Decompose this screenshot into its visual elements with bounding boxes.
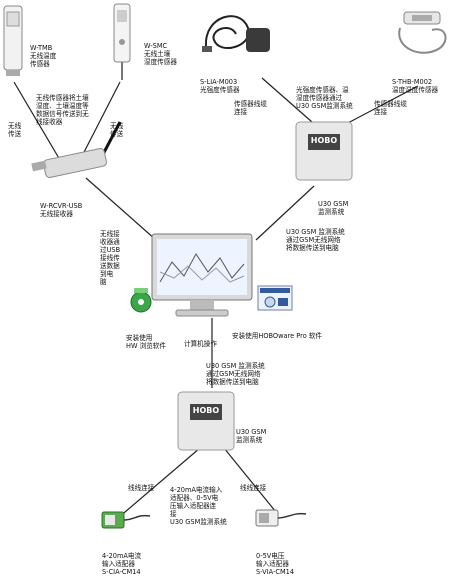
wsmc-sensor-icon	[110, 2, 134, 82]
hoboware-software-box-icon	[256, 284, 294, 312]
sthb-sensor-icon	[392, 8, 452, 62]
current-adapter-icon	[100, 508, 152, 532]
line-sthb-to-u30	[345, 85, 419, 125]
note-cable-bottom-left: 线线连接	[128, 484, 155, 492]
note-sensor-cable-left: 传感器线缆连接	[234, 100, 267, 116]
u30-top-logo: HOBO	[310, 136, 338, 145]
computer-monitor-icon	[150, 232, 254, 320]
line-wtmb-to-receiver	[13, 81, 61, 161]
line-u30-to-adapter-voltage	[223, 447, 277, 513]
note-wireless-relay: 无线传感器将土壤湿度、土壤温度等数据信号传送到无线接收器	[36, 94, 89, 126]
u30-bottom-logger-icon: HOBO	[176, 390, 236, 452]
line-u30-to-pc	[255, 185, 315, 241]
voltage-adapter-icon	[254, 506, 308, 530]
line-u30-to-adapter-current	[117, 447, 201, 519]
note-sensor-cable-right: 传感器线缆连接	[374, 100, 407, 116]
line-slia-to-u30	[261, 77, 313, 123]
hw-software-cd-icon	[130, 288, 152, 314]
note-wireless-left: 无线传送	[8, 122, 22, 138]
hoboware-label: 安装使用HOBOware Pro 软件	[232, 332, 323, 340]
wtmb-sensor-icon	[2, 4, 24, 78]
line-wsmc-to-receiver	[79, 81, 121, 161]
receiver-icon	[30, 118, 124, 180]
note-pc-to-u30: U30 GSM 监测系统通过GSM无线网络将数据传送到电脑	[206, 362, 265, 386]
u30-top-logger-icon: HOBO	[294, 120, 354, 182]
line-receiver-to-pc	[85, 177, 157, 241]
note-cable-bottom-right: 线线连接	[240, 484, 267, 492]
computer-label: 计算机操作	[184, 340, 217, 348]
note-u30-to-pc: U30 GSM 监测系统通过GSM无线网络将数据传送到电脑	[286, 228, 345, 252]
connection-lines	[13, 77, 419, 519]
slia-sensor-icon	[200, 6, 276, 62]
u30-bottom-logo: HOBO	[192, 406, 220, 415]
